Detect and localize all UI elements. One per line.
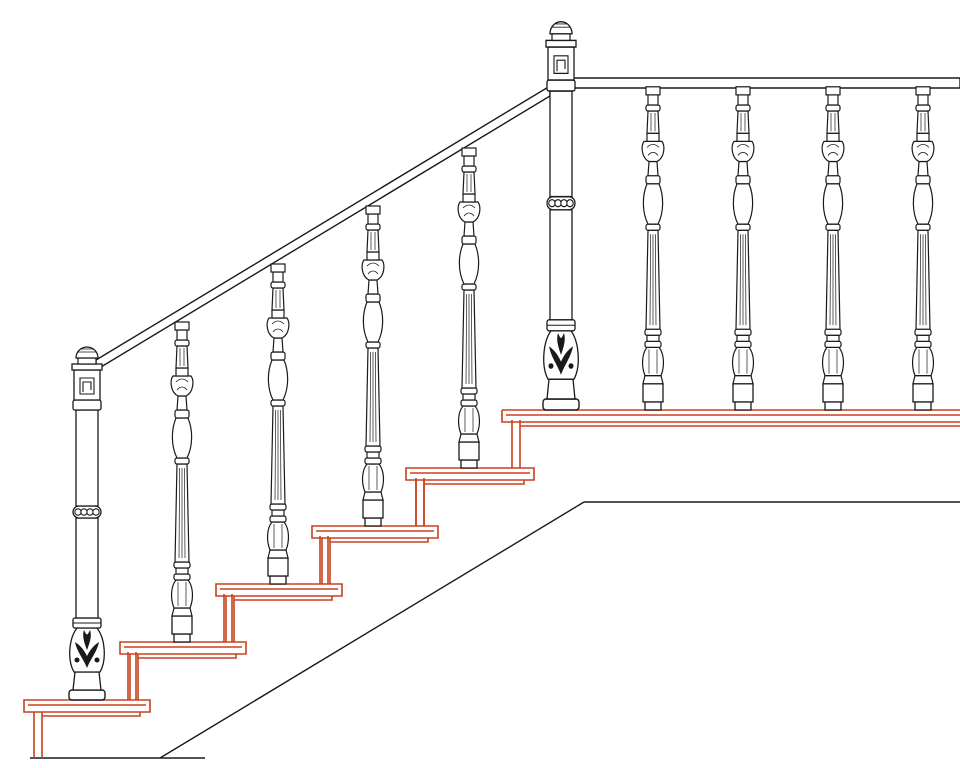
step-3	[215, 536, 343, 642]
stair-baluster	[266, 263, 290, 585]
stair-soffit	[30, 501, 960, 759]
step-5	[405, 420, 535, 526]
landing-handrail	[571, 77, 960, 89]
stair-baluster	[170, 321, 194, 643]
step-1	[23, 652, 151, 758]
landing-nosing	[501, 409, 960, 427]
newel-post-bottom	[68, 346, 106, 701]
landing-baluster	[641, 86, 665, 411]
landing-baluster	[731, 86, 755, 411]
stair-baluster	[361, 205, 385, 527]
landing-balusters	[641, 86, 935, 411]
stair-steps	[23, 409, 960, 758]
stair-handrail	[95, 84, 551, 372]
stair-baluster	[457, 147, 481, 469]
newel-post-top	[542, 20, 580, 411]
step-2	[119, 594, 247, 700]
landing-baluster	[911, 86, 935, 411]
landing-baluster	[821, 86, 845, 411]
